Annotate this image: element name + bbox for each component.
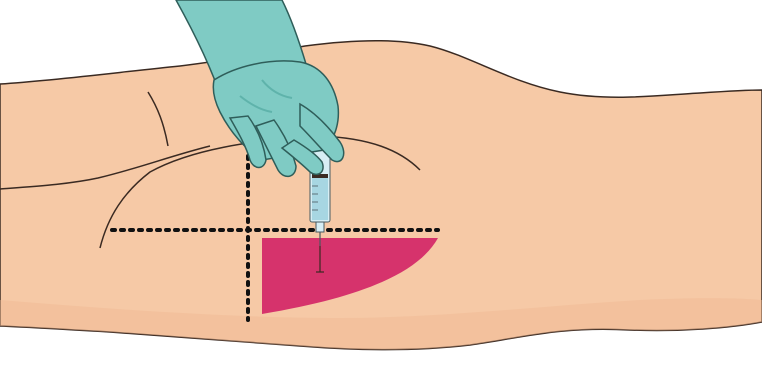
syringe-hub: [316, 222, 324, 232]
syringe-fluid: [312, 178, 328, 220]
